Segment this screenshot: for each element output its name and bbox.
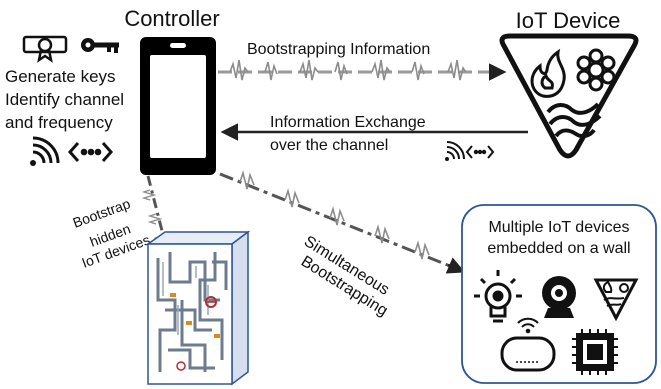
info-exchange-label-2: over the channel	[270, 137, 388, 154]
bootstrapping-info-label: Bootstrapping Information	[247, 41, 430, 58]
small-iot-device-icon	[593, 278, 639, 322]
iot-device-title: IoT Device	[516, 8, 621, 33]
identify-channel-text: Identify channel	[5, 90, 124, 109]
certificate-icon	[22, 35, 68, 63]
heat-waves-icon	[546, 102, 602, 139]
key-icon	[81, 38, 119, 53]
generate-keys-text: Generate keys	[5, 67, 116, 86]
code-brackets-icon	[67, 142, 114, 162]
small-wifi-icon	[445, 141, 465, 161]
fire-icon	[530, 48, 566, 98]
webcam-icon	[542, 276, 576, 318]
router-icon	[500, 317, 556, 372]
snowflake-icon	[576, 48, 616, 92]
controller-title: Controller	[124, 6, 219, 31]
info-exchange-label-1: Information Exchange	[270, 114, 426, 131]
lightbulb-icon	[474, 270, 522, 323]
iot-device-triangle	[499, 33, 639, 159]
smartphone-icon	[140, 37, 216, 175]
bootstrapping-info-arrow	[218, 59, 507, 81]
simultaneous-bootstrapping-arrow	[219, 170, 466, 274]
wall-panel-title-2: embedded on a wall	[487, 240, 630, 257]
small-code-icon	[465, 145, 495, 159]
chip-icon	[572, 329, 618, 375]
wall-pipes-icon	[145, 230, 251, 386]
wifi-icon	[30, 136, 60, 166]
wall-panel-title-1: Multiple IoT devices	[488, 219, 629, 236]
frequency-text: and frequency	[5, 113, 113, 132]
